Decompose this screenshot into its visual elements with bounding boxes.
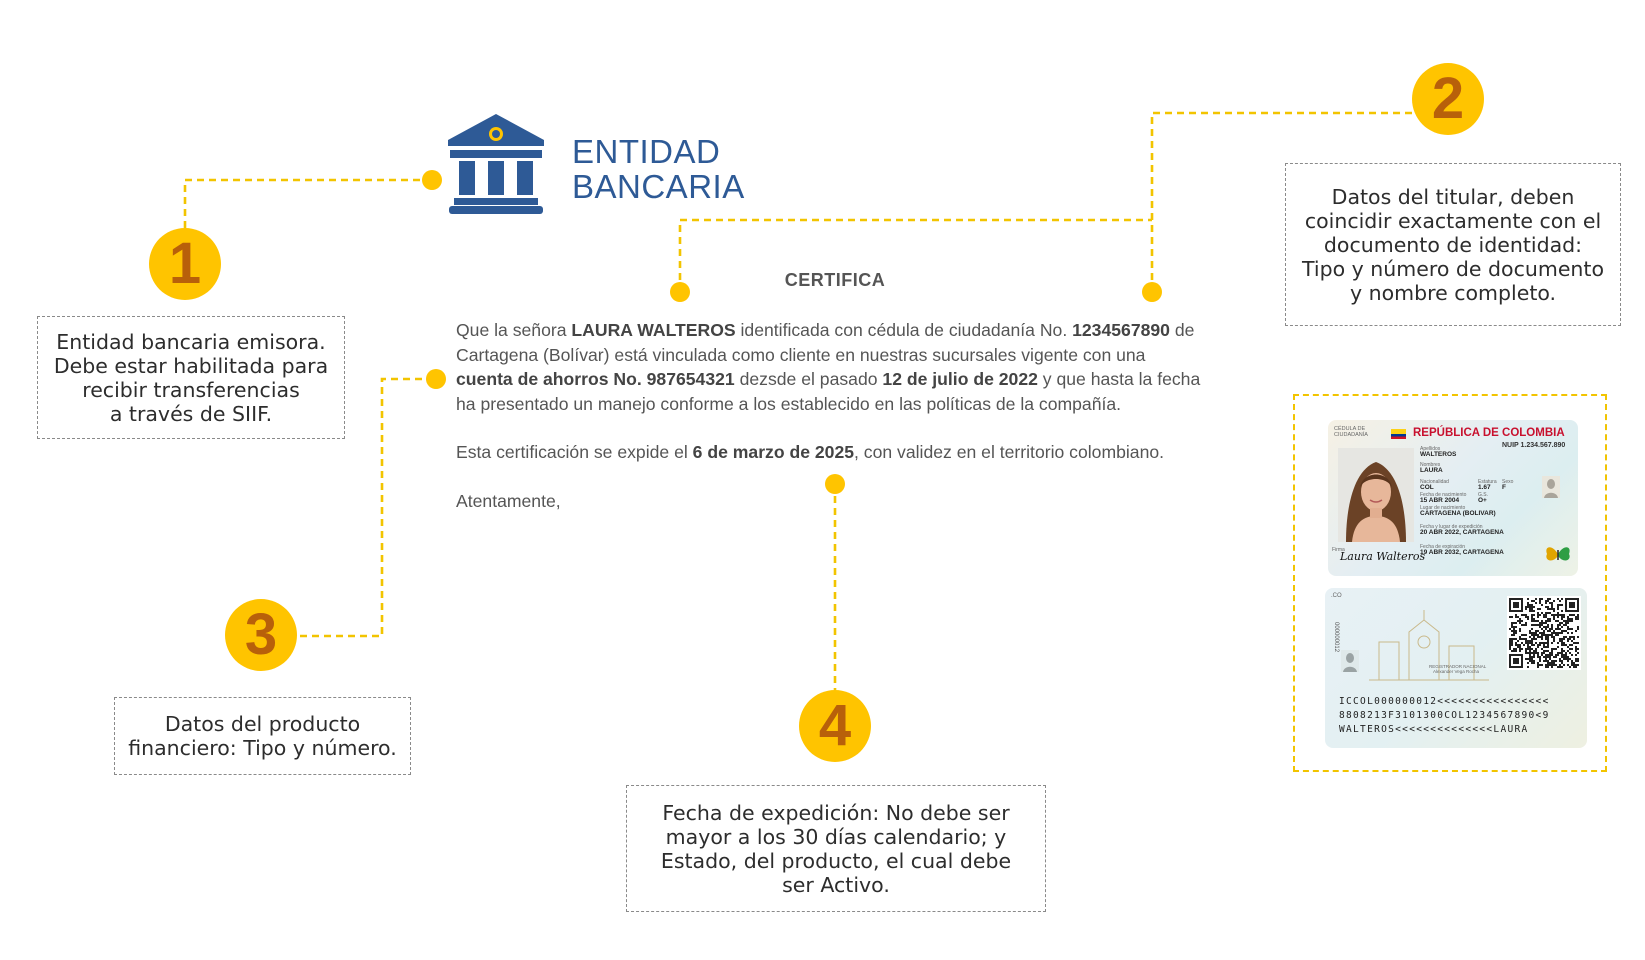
issue-label: Fecha y lugar de expedición [1420, 524, 1483, 530]
bank-building-icon [448, 114, 544, 214]
callout-badge-2: 2 [1412, 63, 1484, 135]
ghost-portrait-icon [1542, 476, 1560, 498]
serial-number: 000000012 [1333, 622, 1339, 653]
portrait-photo-icon [1338, 448, 1414, 542]
country-code: .CO [1331, 593, 1342, 599]
connector-dot [426, 369, 446, 389]
doc-type-line2: CIUDADANÍA [1334, 432, 1368, 438]
callout-note-4: Fecha de expedición: No debe ser mayor a… [626, 785, 1046, 912]
text-run: dezsde el pasado [734, 369, 883, 389]
registrar-line1: REGISTRADOR NACIONAL [1429, 664, 1487, 669]
butterfly-icon [1546, 547, 1570, 561]
since-date: 12 de julio de 2022 [882, 369, 1038, 389]
bank-name: ENTIDAD BANCARIA [572, 134, 745, 204]
nuip: NUIP 1.234.567.890 [1502, 442, 1566, 449]
expiry-label: Fecha de expiración [1420, 544, 1466, 550]
watermark-building-icon [1369, 610, 1489, 681]
certificate-title: CERTIFICA [784, 270, 886, 290]
text-run: , con validez en el territorio colombian… [854, 442, 1165, 462]
surname: WALTEROS [1420, 451, 1457, 458]
connector-dot [670, 282, 690, 302]
signature: Laura Walteros [1340, 550, 1426, 563]
mrz-line-1: ICCOL000000012<<<<<<<<<<<<<<<< [1339, 696, 1550, 707]
issue-date: 6 de marzo de 2025 [692, 442, 855, 462]
callout-text-3: Datos del producto financiero: Tipo y nú… [128, 712, 397, 760]
names: LAURA [1420, 467, 1443, 474]
id-card-frame: CÉDULA DE CIUDADANÍA REPÚBLICA DE COLOMB… [1293, 394, 1607, 772]
callout-badge-4: 4 [799, 690, 871, 762]
callout-badge-3: 3 [225, 599, 297, 671]
text-run: Esta certificación se expide el [456, 442, 693, 462]
callout-note-2: Datos del titular, deben coincidir exact… [1285, 163, 1621, 326]
text-run: y que hasta la fecha ha presentado un ma… [456, 369, 1201, 414]
qr-code-icon [1507, 596, 1581, 670]
callout-text-2: Datos del titular, deben coincidir exact… [1301, 184, 1605, 305]
id-card-back: .CO 000000012 REGISTRADOR NACIONAL Alexa… [1325, 588, 1587, 748]
country-title: REPÚBLICA DE COLOMBIA [1413, 427, 1565, 439]
birth-place: CARTAGENA (BOLIVAR) [1420, 510, 1496, 517]
height-label: Estatura [1478, 479, 1497, 485]
connector-2-bracket [678, 218, 1152, 292]
sex-label: Sexo [1502, 479, 1514, 485]
ghost-portrait-icon [1341, 650, 1359, 672]
certificate-paragraph-2: Esta certificación se expide el 6 de mar… [456, 440, 1216, 465]
blood-type-label: G.S. [1478, 492, 1489, 498]
sex: F [1502, 484, 1506, 491]
connector-dot [1142, 282, 1162, 302]
text-run: de Cartagena (Bolívar) está vinculada co… [456, 320, 1195, 365]
bank-name-line2: BANCARIA [572, 168, 745, 205]
text-run: Que la señora [456, 320, 572, 340]
issue: 20 ABR 2022, CARTAGENA [1420, 529, 1504, 536]
id-card-front: CÉDULA DE CIUDADANÍA REPÚBLICA DE COLOMB… [1328, 420, 1578, 576]
connector-dot [825, 474, 845, 494]
callout-note-3: Datos del producto financiero: Tipo y nú… [114, 697, 411, 775]
birth-date-label: Fecha de nacimiento [1420, 492, 1467, 498]
id-number: 1234567890 [1072, 320, 1170, 340]
signature-label: Firma [1332, 547, 1345, 553]
height: 1.67 [1478, 484, 1491, 491]
certificate-body: Que la señora LAURA WALTEROS identificad… [456, 318, 1216, 513]
colombia-flag-icon [1391, 429, 1406, 439]
doc-type-line1: CÉDULA DE [1334, 426, 1366, 432]
names-label: Nombres [1420, 462, 1441, 468]
birth-date: 15 ABR 2004 [1420, 497, 1460, 504]
blood-type: O+ [1478, 497, 1487, 504]
callout-note-1: Entidad bancaria emisora. Debe estar hab… [37, 316, 345, 439]
connector-dot [422, 170, 442, 190]
connector-1 [183, 178, 432, 228]
mrz-line-3: WALTEROS<<<<<<<<<<<<<<LAURA [1339, 724, 1529, 735]
registrar-line2: Alexander Vega Rocha [1433, 669, 1480, 674]
callout-badge-1: 1 [149, 228, 221, 300]
nationality: COL [1420, 484, 1434, 491]
bank-name-line1: ENTIDAD [572, 133, 721, 170]
surname-label: Apellidos [1420, 446, 1441, 452]
expiry: 19 ABR 2032, CARTAGENA [1420, 549, 1504, 556]
connector-3 [300, 377, 436, 638]
certificate-closing: Atentamente, [456, 490, 561, 511]
mrz-line-2: 8808213F3101300COL1234567890<9 [1339, 710, 1550, 721]
account-number: cuenta de ahorros No. 987654321 [456, 369, 735, 389]
holder-name: LAURA WALTEROS [571, 320, 736, 340]
callout-text-1: Entidad bancaria emisora. Debe estar hab… [53, 329, 329, 426]
connector-2 [1150, 111, 1412, 292]
nationality-label: Nacionalidad [1420, 479, 1449, 485]
callout-text-4: Fecha de expedición: No debe ser mayor a… [660, 800, 1012, 897]
text-run: identificada con cédula de ciudadanía No… [735, 320, 1073, 340]
certificate-paragraph-1: Que la señora LAURA WALTEROS identificad… [456, 318, 1216, 416]
birth-place-label: Lugar de nacimiento [1420, 505, 1466, 511]
